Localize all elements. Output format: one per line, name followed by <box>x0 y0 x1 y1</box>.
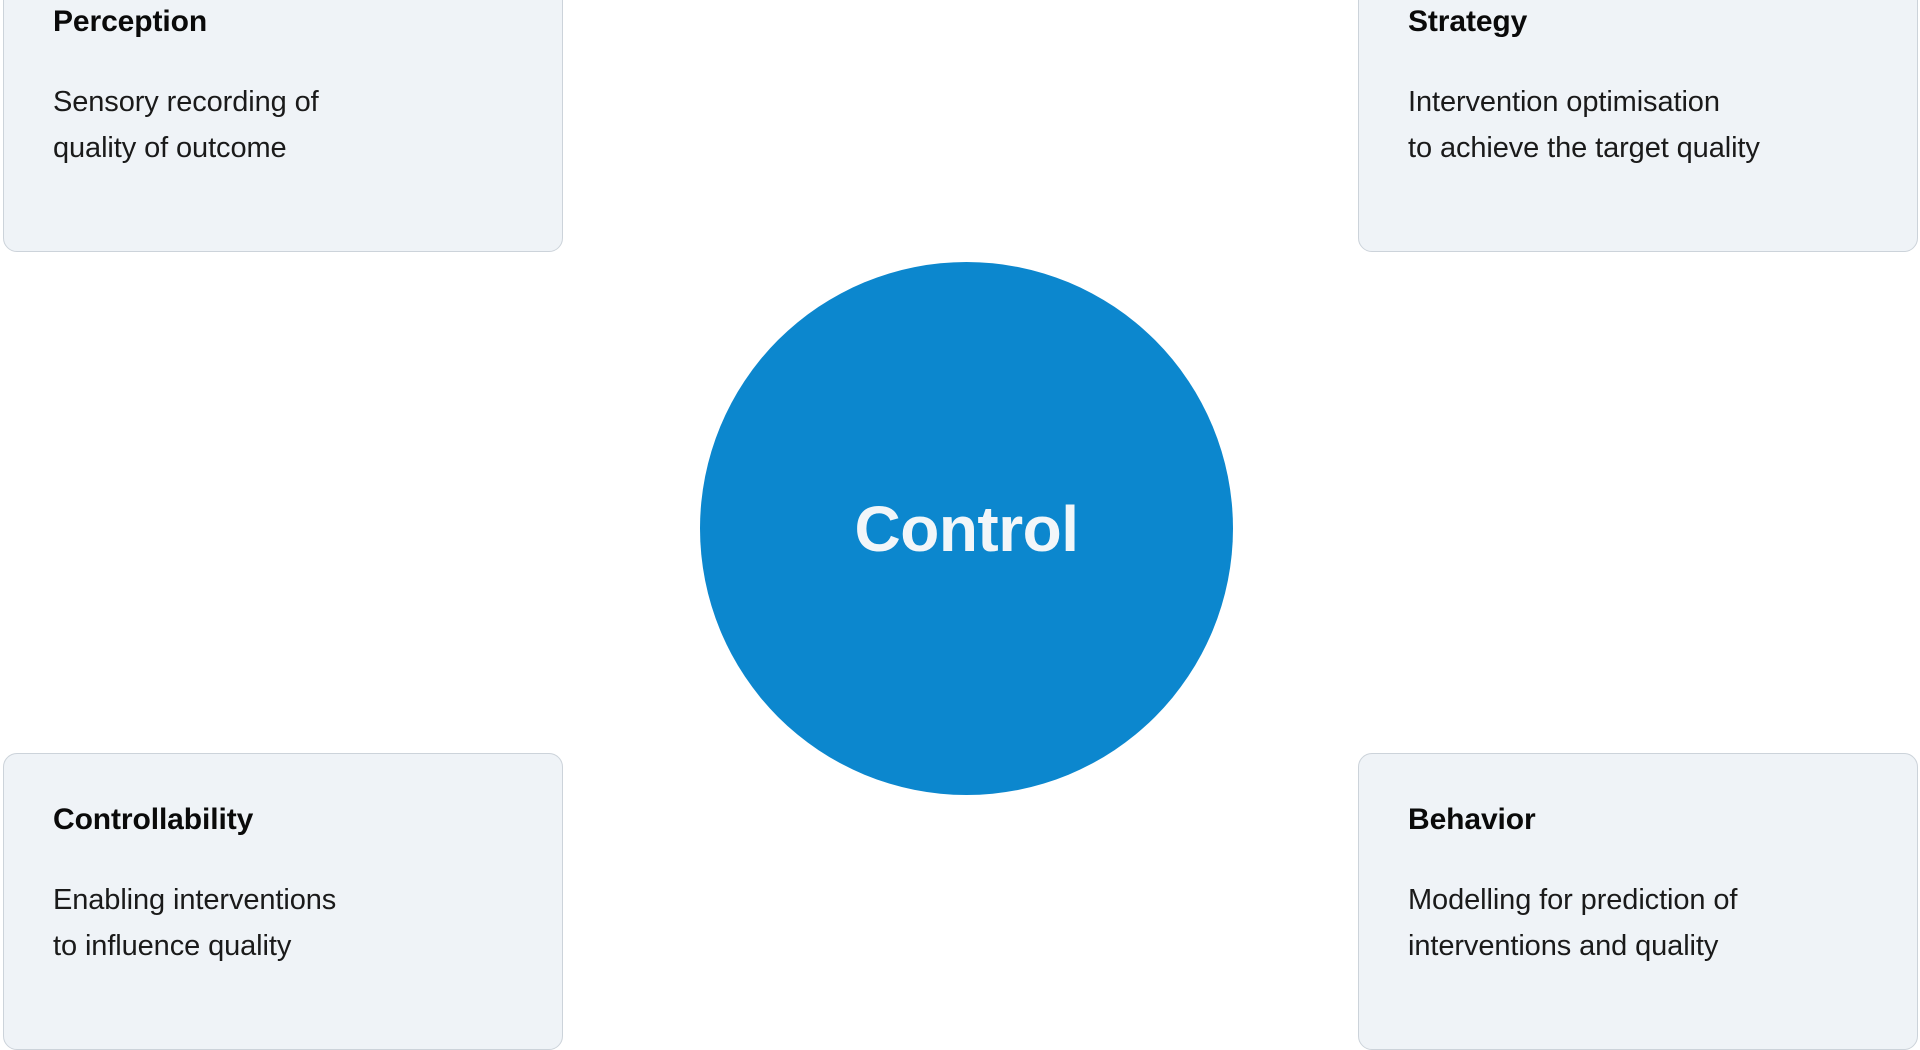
center-circle-label: Control <box>854 492 1080 565</box>
card-controllability-body: Enabling interventions to influence qual… <box>53 884 337 962</box>
card-controllability: Controllability Enabling interventions t… <box>3 753 563 1050</box>
card-strategy: Strategy Intervention optimisation to ac… <box>1358 0 1918 252</box>
card-controllability-title: Controllability <box>53 803 254 836</box>
card-perception-title: Perception <box>53 5 208 38</box>
card-perception: Perception Sensory recording of quality … <box>3 0 563 252</box>
card-perception-body: Sensory recording of quality of outcome <box>53 86 319 164</box>
card-behavior-body: Modelling for prediction of intervention… <box>1408 884 1738 962</box>
card-behavior-title: Behavior <box>1408 803 1536 836</box>
card-strategy-body: Intervention optimisation to achieve the… <box>1408 86 1760 164</box>
card-strategy-title: Strategy <box>1408 5 1528 38</box>
center-circle-control: Control <box>700 262 1233 795</box>
card-behavior: Behavior Modelling for prediction of int… <box>1358 753 1918 1050</box>
